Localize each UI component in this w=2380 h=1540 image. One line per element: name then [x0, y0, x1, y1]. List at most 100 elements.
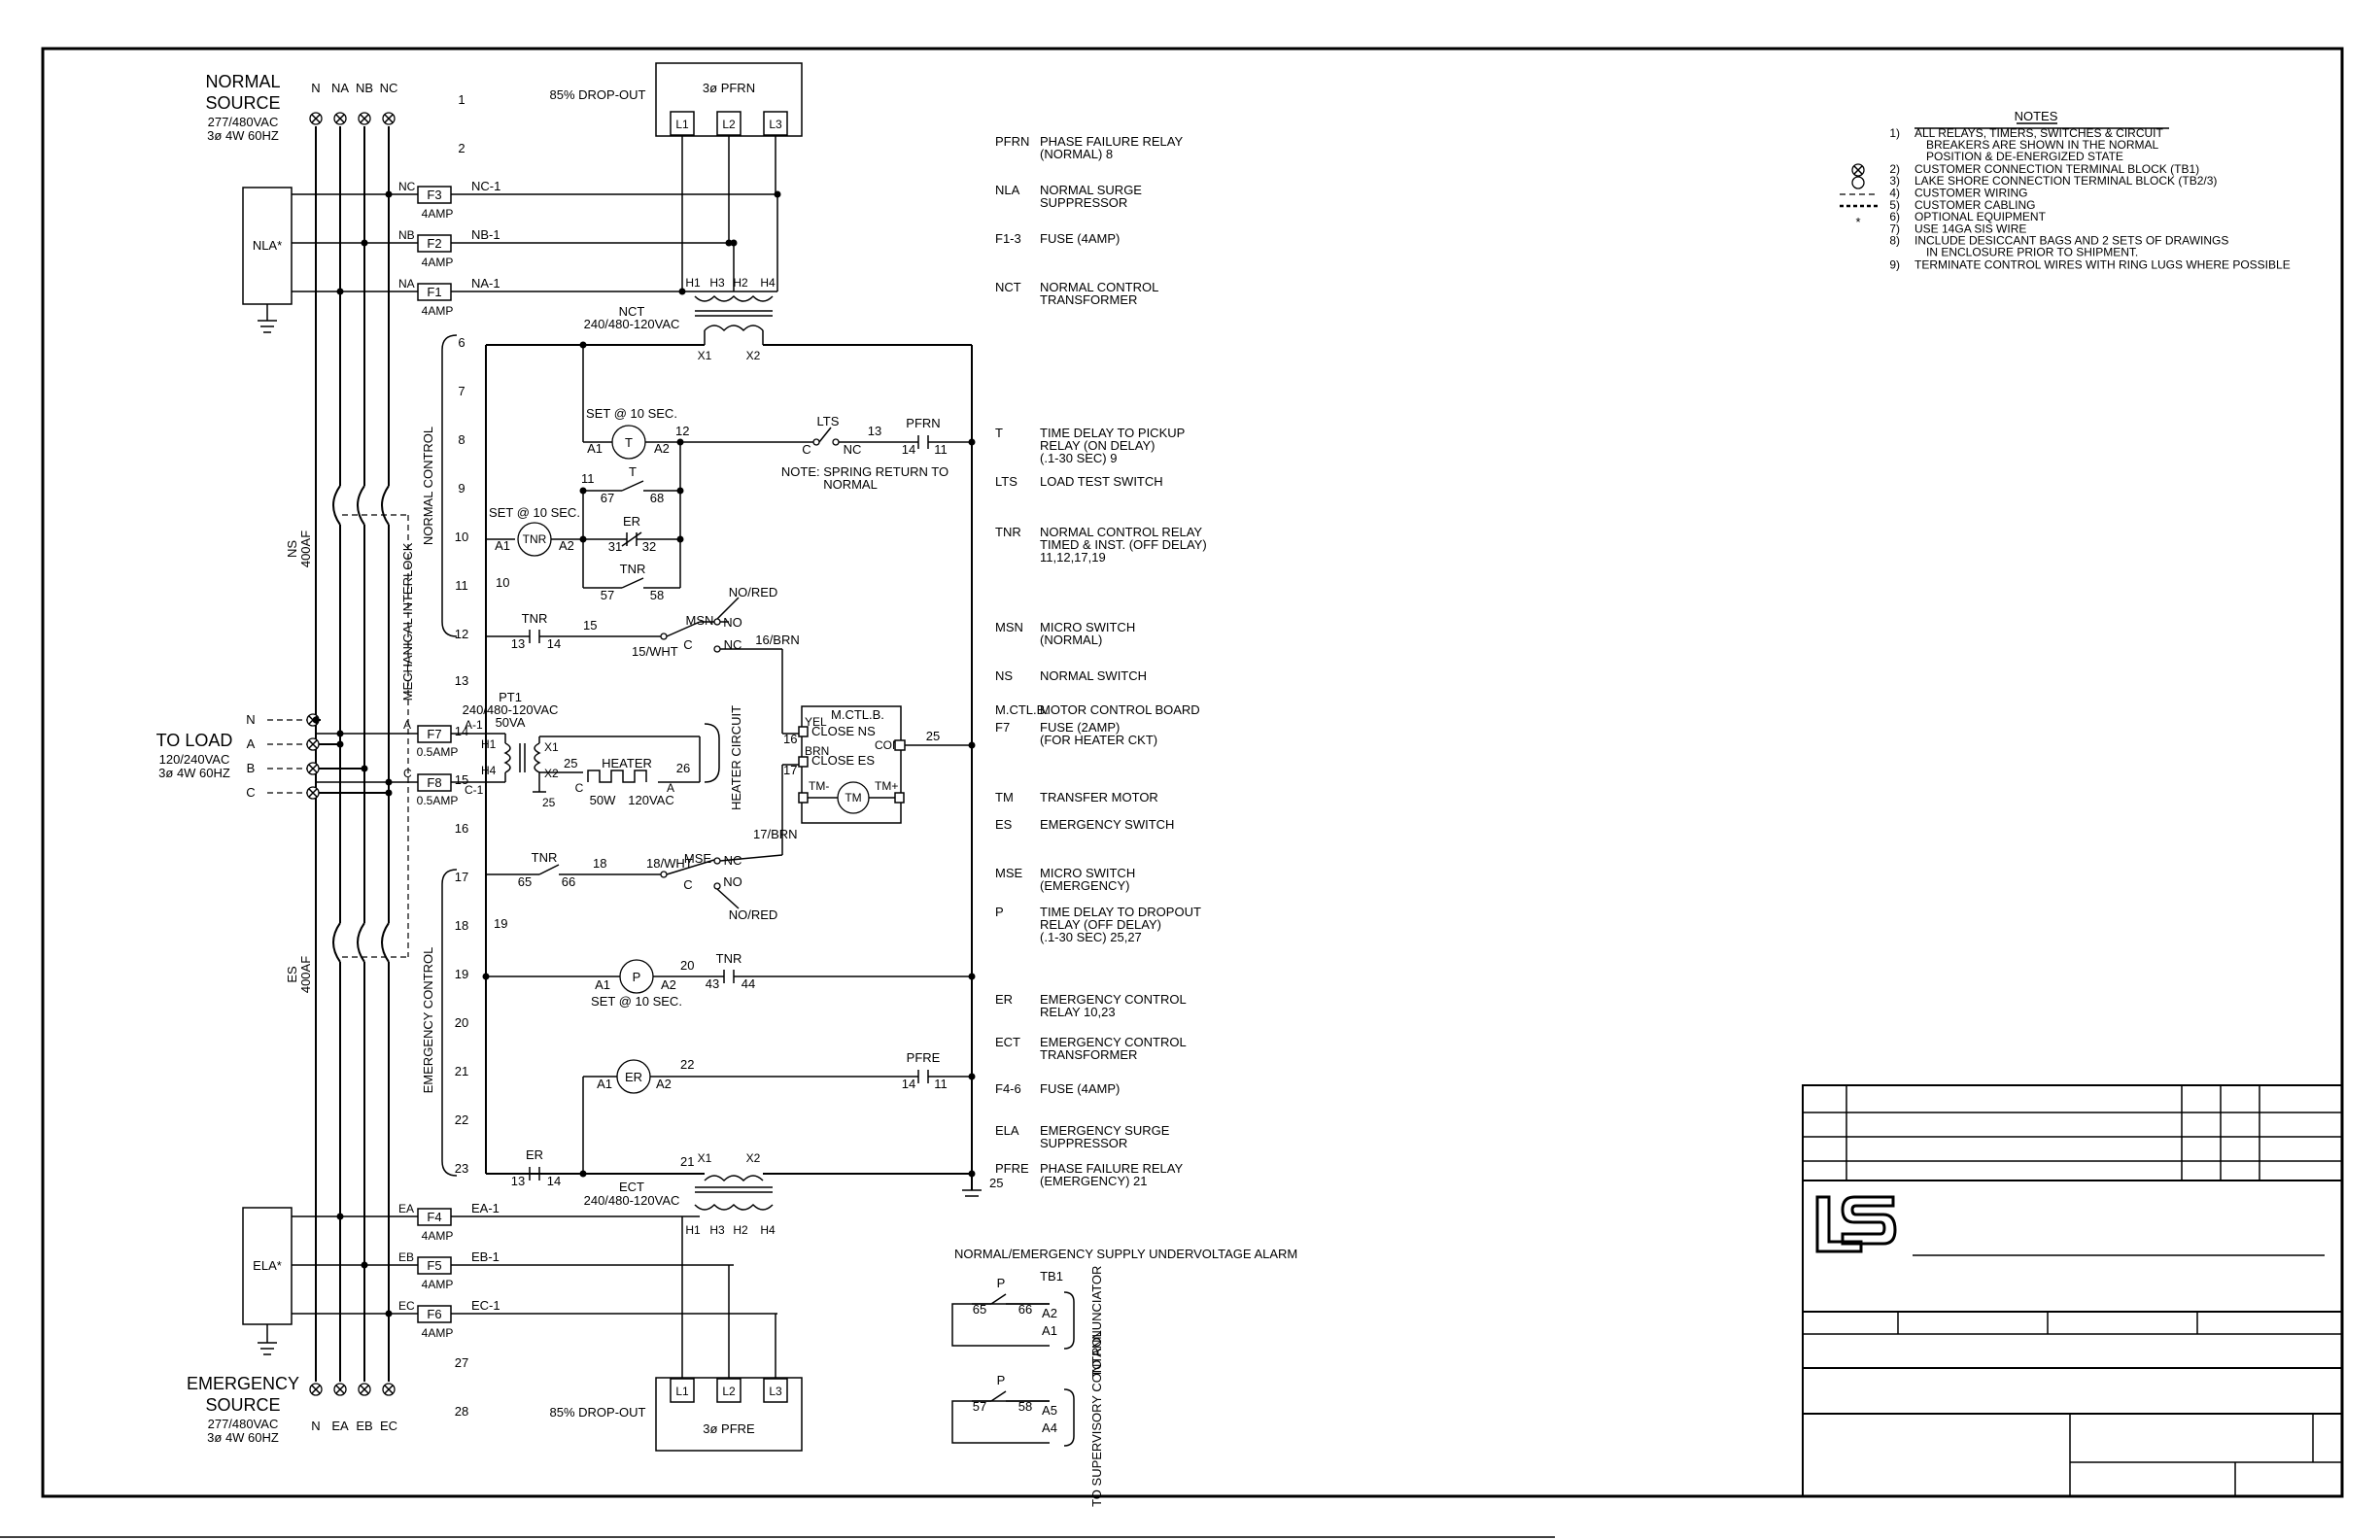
rung-number: 13: [455, 673, 468, 688]
legend-desc: (NORMAL) 8: [1040, 147, 1113, 161]
pfrn-dropout: 85% DROP-OUT: [550, 87, 646, 102]
legend-desc: (EMERGENCY): [1040, 878, 1129, 893]
rung-number: 23: [455, 1161, 468, 1176]
legend-code: ER: [995, 992, 1013, 1007]
legend-code: MSE: [995, 866, 1023, 880]
emergency-source-title-2: SOURCE: [205, 1395, 280, 1415]
legend-desc: RELAY 10,23: [1040, 1005, 1116, 1019]
es-label: ES: [285, 966, 299, 983]
c32: 32: [642, 539, 656, 554]
tnr-c14: 14: [547, 636, 561, 651]
legend-code: ELA: [995, 1123, 1019, 1138]
mctlb-yel: YEL: [805, 715, 827, 729]
pt1-wire-25: 25: [542, 796, 556, 809]
er-c14: 14: [547, 1174, 561, 1188]
note-line: BREAKERS ARE SHOWN IN THE NORMAL: [1926, 138, 2158, 152]
notes-symbols: *: [1840, 163, 1878, 229]
brn17: 17/BRN: [753, 827, 798, 841]
legend-desc: NORMAL SURGE: [1040, 183, 1142, 197]
legend-desc: RELAY (ON DELAY): [1040, 438, 1155, 453]
mech-interlock-label: MECHANICAL INTERLOCK: [400, 542, 415, 701]
normal-terminal-na: NA: [331, 81, 349, 95]
legend-code: F7: [995, 720, 1010, 735]
legend-desc: FUSE (4AMP): [1040, 231, 1120, 246]
normal-terminal-nc: NC: [380, 81, 398, 95]
to-annunciator: TO ANNUNCIATOR: [1089, 1266, 1104, 1378]
lts-label: LTS: [817, 414, 840, 428]
to-load-voltage: 120/240VAC: [159, 752, 230, 767]
term-a4: A4: [1042, 1420, 1057, 1435]
pfre-dropout: 85% DROP-OUT: [550, 1405, 646, 1420]
heater-circuit: A C F7 F8 0.5AMP 0.5AMP A-1 C-1 PT1 240/…: [316, 690, 743, 810]
nla-suppressor: NLA*: [242, 187, 389, 333]
legend-desc: EMERGENCY CONTROL: [1040, 992, 1187, 1007]
c57: 57: [601, 588, 614, 602]
term-a1: A1: [1042, 1323, 1057, 1338]
tnr-c43: 43: [706, 976, 719, 991]
legend-desc: NORMAL SWITCH: [1040, 668, 1147, 683]
ect-transformer: X1 X2 H1 H3 H2 H4 ECT 240/480-120VAC: [584, 1151, 776, 1237]
drawing-border: [41, 47, 2344, 1498]
msn-no: NO: [723, 615, 742, 630]
rung-number: 18: [455, 918, 468, 933]
wire-21: 21: [680, 1154, 694, 1169]
legend-code: NS: [995, 668, 1013, 683]
legend-code: M.CTL.B.: [995, 702, 1049, 717]
ect-h2: H2: [733, 1223, 748, 1237]
legend-code: ECT: [995, 1035, 1020, 1049]
rung-8-timer-t: T SET @ 10 SEC. A1 A2 12 LTS C NC 13 PFR…: [582, 345, 972, 492]
pfrn-c14: 14: [902, 442, 915, 457]
normal-source-voltage: 277/480VAC: [208, 115, 279, 129]
wire-22: 22: [680, 1057, 694, 1072]
rung-number: 2: [458, 141, 465, 155]
spring-note-1: NOTE: SPRING RETURN TO: [781, 464, 949, 479]
close-es: CLOSE ES: [811, 753, 875, 768]
legend-code: MSN: [995, 620, 1023, 634]
nct-h2: H2: [733, 276, 748, 290]
rung-23-er-contact: ER 13 14 21: [486, 1147, 694, 1188]
er-a2: A2: [656, 1077, 672, 1091]
pfre-title: 3ø PFRE: [703, 1421, 755, 1436]
legend-desc: TIMED & INST. (OFF DELAY): [1040, 537, 1207, 552]
emergency-source-title-1: EMERGENCY: [187, 1374, 299, 1393]
er-13-14-label: ER: [526, 1147, 543, 1162]
nc-brn16: 16/BRN: [755, 633, 800, 647]
rung-number: 19: [455, 967, 468, 981]
wire-15-wht: 15/WHT: [632, 644, 678, 659]
emergency-terminal-ec: EC: [380, 1419, 397, 1433]
pfrn-contact-label: PFRN: [906, 416, 940, 430]
nct-x2: X2: [746, 349, 761, 362]
rung-number: 22: [455, 1112, 468, 1127]
pt1-va: 50VA: [496, 715, 526, 730]
load-terminal-b: B: [247, 761, 256, 775]
c31: 31: [608, 539, 622, 554]
note-line: IN ENCLOSURE PRIOR TO SHIPMENT.: [1926, 246, 2138, 259]
ela-suppressor: ELA*: [242, 1207, 389, 1355]
legend-desc: NORMAL CONTROL RELAY: [1040, 525, 1202, 539]
p-alarm-label: P: [997, 1276, 1006, 1290]
legend-desc: MICRO SWITCH: [1040, 620, 1135, 634]
wire-17: 17: [783, 763, 797, 777]
ect-volts: 240/480-120VAC: [584, 1193, 680, 1208]
legend-desc: TRANSFER MOTOR: [1040, 790, 1158, 804]
note-number: 9): [1889, 257, 1900, 271]
legend-desc: TIME DELAY TO DROPOUT: [1040, 905, 1201, 919]
wire-16: 16: [783, 732, 797, 746]
control-brackets: NORMAL CONTROL EMERGENCY CONTROL: [421, 334, 458, 1177]
pfre-l1: L1: [675, 1385, 689, 1398]
rung-number: 10: [455, 530, 468, 544]
rung-number: 28: [455, 1404, 468, 1419]
f4-label: F4: [427, 1210, 441, 1224]
note-number: 6): [1889, 210, 1900, 223]
legend-desc: TIME DELAY TO PICKUP: [1040, 426, 1185, 440]
f1-rating: 4AMP: [422, 304, 454, 318]
legend-desc: EMERGENCY SWITCH: [1040, 817, 1174, 832]
emergency-control-label: EMERGENCY CONTROL: [421, 947, 435, 1094]
normal-source-config: 3ø 4W 60HZ: [207, 128, 279, 143]
pt1-volts: 240/480-120VAC: [463, 702, 559, 717]
tnr-c44: 44: [742, 976, 755, 991]
to-load-config: 3ø 4W 60HZ: [158, 766, 230, 780]
legend-code: PFRN: [995, 134, 1029, 149]
